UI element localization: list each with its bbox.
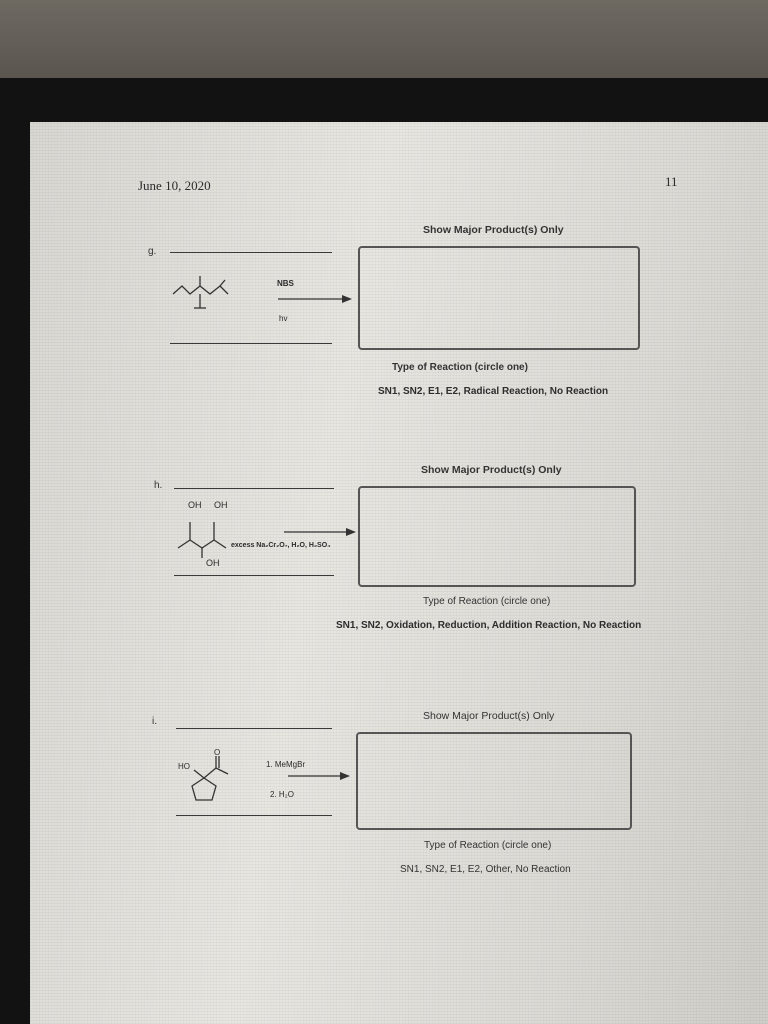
reagent-h2o: 2. H₂O xyxy=(270,790,294,799)
answer-box-i[interactable] xyxy=(356,732,632,830)
divider-top-i xyxy=(176,728,332,729)
reagent-nbs: NBS xyxy=(277,279,294,288)
reaction-options-g[interactable]: SN1, SN2, E1, E2, Radical Reaction, No R… xyxy=(378,386,609,397)
label-oh-2: OH xyxy=(214,500,228,510)
header-show-product-g: Show Major Product(s) Only xyxy=(423,224,564,236)
reaction-scheme-h xyxy=(177,522,356,558)
label-oh-3: OH xyxy=(206,558,220,568)
divider-top-g xyxy=(170,252,332,253)
divider-top-h xyxy=(174,488,334,489)
background-wall xyxy=(0,0,768,90)
reaction-scheme-i xyxy=(191,756,350,801)
type-label-g: Type of Reaction (circle one) xyxy=(392,362,528,373)
type-label-h: Type of Reaction (circle one) xyxy=(423,596,551,607)
reaction-options-h[interactable]: SN1, SN2, Oxidation, Reduction, Addition… xyxy=(336,620,642,631)
worksheet-page: June 10, 2020 11 g. NBS hv Show Major Pr… xyxy=(30,122,768,1024)
reagent-oxidant: excess Na₂Cr₂O₇, H₂O, H₂SO₄ xyxy=(231,542,331,549)
reaction-scheme-g xyxy=(172,276,352,309)
reaction-options-i[interactable]: SN1, SN2, E1, E2, Other, No Reaction xyxy=(400,864,571,875)
divider-bottom-i xyxy=(176,815,332,816)
header-show-product-i: Show Major Product(s) Only xyxy=(423,710,555,722)
answer-box-h[interactable] xyxy=(358,486,636,587)
page-number: 11 xyxy=(665,174,678,189)
answer-box-g[interactable] xyxy=(358,246,640,350)
divider-bottom-g xyxy=(170,343,332,344)
reagent-hv: hv xyxy=(279,314,288,323)
reagent-memgbr: 1. MeMgBr xyxy=(266,760,306,769)
problem-letter-h: h. xyxy=(154,480,163,491)
label-ho: HO xyxy=(178,762,190,771)
type-label-i: Type of Reaction (circle one) xyxy=(424,840,552,851)
divider-bottom-h xyxy=(174,575,334,576)
label-carbonyl-o: O xyxy=(214,748,221,757)
problem-letter-i: i. xyxy=(152,716,157,727)
header-show-product-h: Show Major Product(s) Only xyxy=(421,464,562,476)
page-date: June 10, 2020 xyxy=(138,178,211,193)
label-oh-1: OH xyxy=(188,500,202,510)
problem-letter-g: g. xyxy=(148,246,157,257)
